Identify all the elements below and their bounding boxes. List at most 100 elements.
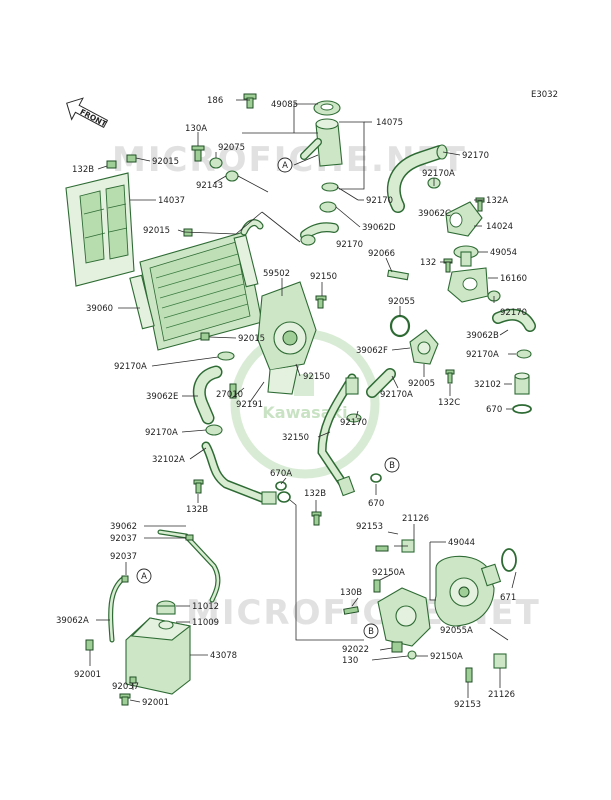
label-92153-top: 92153: [356, 522, 383, 532]
label-92170a-low: 92170A: [145, 428, 178, 438]
clip-132b: [106, 160, 117, 169]
reservoir-tank: [125, 600, 192, 695]
callout-a-upper: A: [277, 157, 293, 173]
o-ring-670a: [275, 481, 287, 491]
label-92037-b: 92037: [110, 552, 137, 562]
part-number-labels: 186 49085 14075 130A 92075 92170 132B 92…: [56, 96, 527, 710]
label-92037-a: 92037: [110, 534, 137, 544]
bolt-92153-low: [465, 667, 473, 683]
sensor-92066: [386, 269, 410, 281]
pump-housing: [377, 587, 431, 660]
label-92170-low: 92170: [340, 418, 367, 428]
label-32102a: 32102A: [152, 455, 185, 465]
hose-39062e: [192, 351, 235, 436]
label-92170-r: 92170: [500, 308, 527, 318]
radiator: [129, 219, 264, 351]
reservoir-hose-39062: [157, 529, 221, 603]
front-arrow-icon: FRONT: [66, 97, 109, 129]
label-92022: 92022: [342, 645, 369, 655]
callout-a-lower: A: [136, 568, 152, 584]
bolt-132b-low: [193, 479, 204, 494]
bolt-132-right: [443, 258, 453, 273]
label-132a: 132A: [486, 196, 508, 206]
filler-neck-assembly: [300, 100, 343, 213]
radiator-screen: [65, 172, 135, 287]
label-130a: 130A: [185, 124, 207, 134]
thermostat: [453, 245, 479, 267]
label-39062d: 39062D: [362, 223, 396, 233]
label-186: 186: [207, 96, 223, 106]
hose-39062d: [300, 222, 339, 246]
label-92150-mid: 92150: [303, 372, 330, 382]
grommet-92143: [225, 170, 239, 182]
label-11009: 11009: [192, 618, 219, 628]
collar-92075: [209, 157, 223, 169]
thermostat-cover: [445, 201, 483, 237]
label-14037: 14037: [158, 196, 185, 206]
hose-39062b: [492, 308, 536, 359]
label-39062: 39062: [110, 522, 137, 532]
label-14024: 14024: [486, 222, 513, 232]
label-11012: 11012: [192, 602, 219, 612]
label-670-mid: 670: [368, 499, 384, 509]
label-49085: 49085: [271, 100, 298, 110]
label-32102: 32102: [474, 380, 501, 390]
bolt-92001-a: [85, 639, 94, 651]
hose-39062c: [387, 144, 448, 213]
label-92075: 92075: [218, 143, 245, 153]
bracket-21126-low: [493, 653, 507, 669]
label-92037-c: 92037: [112, 682, 139, 692]
label-92001-b: 92001: [142, 698, 169, 708]
label-39062b: 39062B: [466, 331, 499, 341]
label-27010: 27010: [216, 390, 243, 400]
label-49044: 49044: [448, 538, 475, 548]
label-92015-top: 92015: [152, 157, 179, 167]
label-92015-low: 92015: [238, 334, 265, 344]
bolt-130b: [343, 606, 359, 615]
label-132b-low: 132B: [186, 505, 208, 515]
bolt-132b-mid: [311, 511, 322, 526]
label-59502: 59502: [263, 269, 290, 279]
label-39062a: 39062A: [56, 616, 89, 626]
label-39062f: 39062F: [356, 346, 388, 356]
bolt-92001-b: [119, 693, 131, 706]
label-21126-top: 21126: [402, 514, 429, 524]
bolt-186: [243, 93, 257, 109]
label-132c: 132C: [438, 398, 460, 408]
label-92055a: 92055A: [440, 626, 473, 636]
label-671: 671: [500, 593, 516, 603]
label-132b-top: 132B: [72, 165, 94, 175]
pipe-32150: [317, 373, 359, 497]
label-92005: 92005: [408, 379, 435, 389]
label-92170a-m: 92170A: [380, 390, 413, 400]
label-130b: 130B: [340, 588, 362, 598]
label-92055: 92055: [388, 297, 415, 307]
diagram-code: E3032: [531, 90, 558, 100]
water-pump-cover: [257, 281, 317, 395]
callout-b-upper: B: [384, 457, 400, 473]
label-92150a-top: 92150A: [372, 568, 405, 578]
bolt-92153-top: [375, 545, 389, 552]
svg-text:A: A: [282, 161, 288, 171]
label-130: 130: [342, 656, 358, 666]
svg-text:B: B: [368, 627, 374, 637]
reservoir-hose-39062a: [108, 575, 129, 643]
bolt-92150a-top: [373, 579, 381, 593]
label-92143: 92143: [196, 181, 223, 191]
pipe-32102: [512, 372, 532, 414]
clip-92015-low: [200, 332, 210, 341]
label-21126-low: 21126: [488, 690, 515, 700]
label-92191: 92191: [236, 400, 263, 410]
label-39062c: 39062C: [418, 209, 451, 219]
label-670-r: 670: [486, 405, 502, 415]
svg-text:B: B: [389, 461, 395, 471]
label-670a: 670A: [270, 469, 292, 479]
leader-lines: [89, 99, 517, 703]
fitting-92005: [409, 329, 439, 365]
label-132b-mid: 132B: [304, 489, 326, 499]
label-92001-a: 92001: [74, 670, 101, 680]
label-92066: 92066: [368, 249, 395, 259]
label-49054: 49054: [490, 248, 517, 258]
